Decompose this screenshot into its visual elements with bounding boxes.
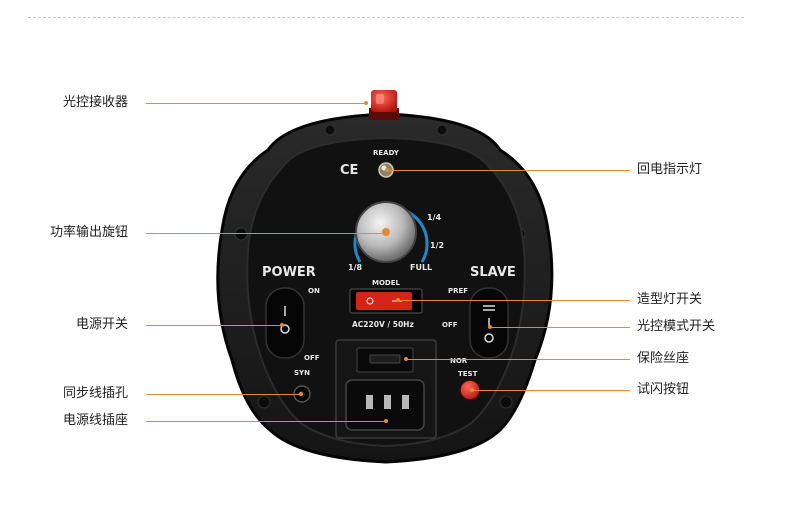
- callout-line-power-knob: [146, 233, 384, 234]
- power-title: POWER: [262, 265, 316, 280]
- slave-title: SLAVE: [470, 265, 516, 280]
- callout-label-ready-lamp: 回电指示灯: [637, 162, 703, 177]
- callout-label-fuse-holder: 保险丝座: [637, 351, 690, 366]
- callout-label-power-knob: 功率输出旋钮: [50, 225, 129, 240]
- callout-line-power-switch: [146, 325, 282, 326]
- socket-pin: [402, 395, 409, 409]
- callout-dot-fuse-holder: [404, 357, 408, 361]
- housing-bolt: [324, 124, 336, 136]
- callout-label-model-lamp-switch: 造型灯开关: [637, 292, 703, 307]
- knob-label-1-4: 1/4: [427, 213, 441, 222]
- callout-dot-slave-switch: [488, 325, 492, 329]
- socket-pin: [384, 395, 391, 409]
- model-lamp-switch[interactable]: [356, 292, 412, 310]
- callout-label-power-socket: 电源线插座: [63, 413, 129, 428]
- power-on-label: ON: [308, 287, 320, 295]
- callout-label-slave-switch: 光控模式开关: [637, 319, 716, 334]
- model-label: MODEL: [372, 279, 401, 287]
- callout-line-model-lamp-switch: [398, 300, 630, 301]
- callout-dot-power-knob: [383, 231, 387, 235]
- callout-dot-test-button: [470, 388, 474, 392]
- top-dashed-divider: [28, 17, 744, 18]
- callout-line-slave-switch: [490, 327, 630, 328]
- callout-label-light-sensor: 光控接收器: [63, 95, 129, 110]
- model-switch-off-mark: [366, 297, 374, 305]
- nor-label: NOR: [450, 357, 468, 365]
- slave-switch-mark-4: [484, 333, 494, 343]
- callout-dot-sync-jack: [299, 392, 303, 396]
- housing-bolt: [234, 227, 248, 241]
- housing-bolt: [257, 395, 271, 409]
- slave-off-label: OFF: [442, 321, 458, 329]
- power-switch-off-mark: [280, 324, 290, 334]
- power-switch[interactable]: [265, 287, 305, 359]
- test-label: TEST: [458, 370, 478, 378]
- callout-line-fuse-holder: [406, 359, 630, 360]
- callout-dot-light-sensor: [364, 101, 368, 105]
- light-sensor-highlight: [376, 94, 384, 104]
- callout-line-sync-jack: [146, 394, 300, 395]
- callout-line-power-socket: [146, 421, 386, 422]
- callout-label-sync-jack: 同步线插孔: [63, 386, 129, 401]
- socket-pin: [366, 395, 373, 409]
- housing-bolt: [436, 124, 448, 136]
- callout-line-test-button: [472, 390, 630, 391]
- housing-bolt: [499, 395, 513, 409]
- callout-dot-model-lamp-switch: [396, 298, 400, 302]
- ce-mark: CE: [340, 163, 358, 178]
- callout-line-ready-lamp: [388, 170, 630, 171]
- callout-dot-power-socket: [384, 419, 388, 423]
- callout-dot-ready-lamp: [385, 168, 389, 172]
- fuse-holder-slot: [369, 354, 401, 364]
- callout-label-test-button: 试闪按钮: [637, 382, 690, 397]
- callout-label-power-switch: 电源开关: [76, 317, 129, 332]
- syn-label: SYN: [294, 369, 310, 377]
- knob-label-1-2: 1/2: [430, 241, 444, 250]
- callout-dot-power-switch: [280, 323, 284, 327]
- power-off-label: OFF: [304, 354, 320, 362]
- slave-pref-label: PREF: [448, 287, 468, 295]
- knob-label-1-8: 1/8: [348, 263, 362, 272]
- voltage-label: AC220V / 50Hz: [352, 320, 414, 329]
- ready-label: READY: [373, 149, 400, 157]
- callout-line-light-sensor: [146, 103, 366, 104]
- knob-label-full: FULL: [410, 263, 432, 272]
